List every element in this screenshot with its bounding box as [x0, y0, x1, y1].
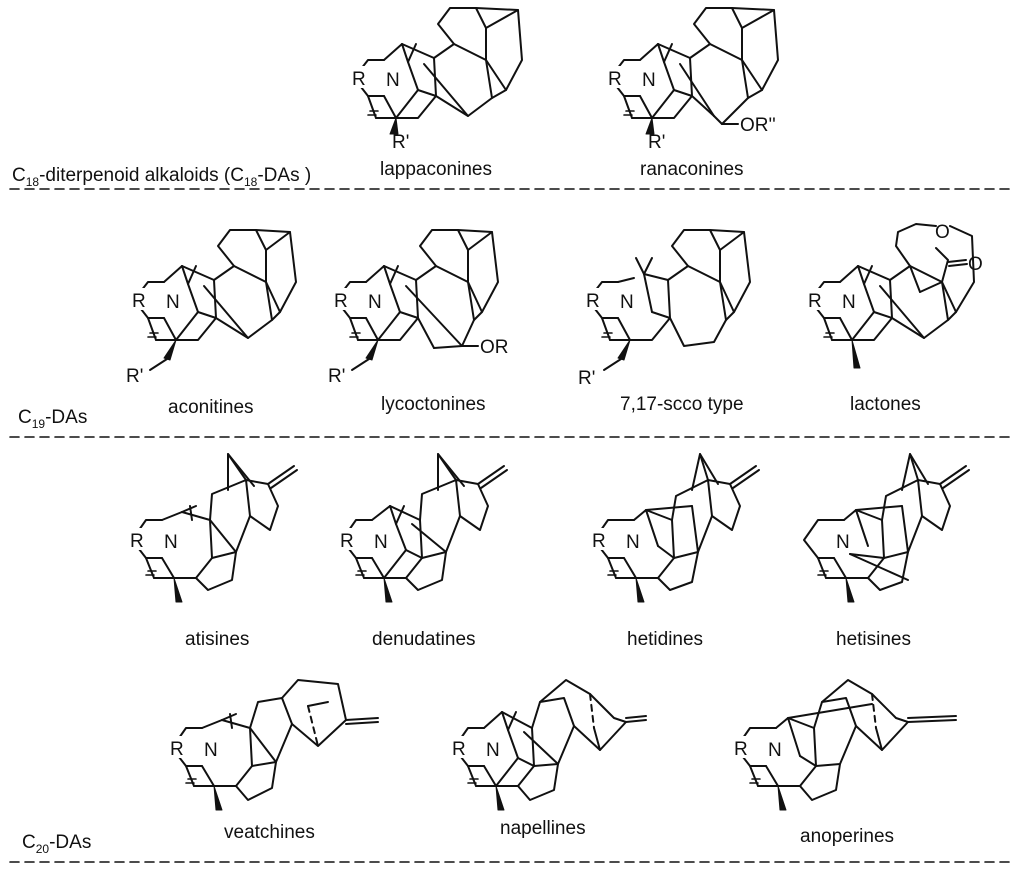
atom-o-carbonyl: O [968, 254, 983, 275]
atom-r: R [170, 739, 184, 760]
atom-r-prime: R' [126, 366, 143, 387]
group-label-c20: C20-DAs [22, 832, 91, 856]
atom-r: R [734, 739, 748, 760]
atom-n: N [642, 70, 656, 91]
atom-r-prime: R' [578, 368, 595, 389]
atom-r: R [352, 69, 366, 90]
atom-n: N [626, 532, 640, 553]
atom-n: N [836, 532, 850, 553]
compound-name-hetisines: hetisines [836, 629, 911, 650]
atom-n: N [368, 292, 382, 313]
compound-name-lappaconines: lappaconines [380, 159, 492, 180]
atom-o-ring: O [935, 222, 950, 243]
compound-name-denudatines: denudatines [372, 629, 476, 650]
structure-anoperines: R N [734, 679, 957, 811]
atom-r: R [608, 69, 622, 90]
compound-name-hetidines: hetidines [627, 629, 703, 650]
structure-napellines: R N [452, 679, 647, 811]
atom-r: R [132, 291, 146, 312]
structure-lactones: R N O O [808, 222, 983, 369]
atom-n: N [166, 292, 180, 313]
compound-name-veatchines: veatchines [224, 822, 315, 843]
group-label-c18: C18-diterpenoid alkaloids (C18-DAs ) [12, 165, 311, 189]
structure-veatchines: R N [170, 679, 379, 811]
structure-denudatines: R N [340, 453, 508, 603]
atom-r: R [452, 739, 466, 760]
structure-ranaconines: R N R' OR'' [608, 7, 779, 153]
atom-r-prime: R' [392, 132, 409, 153]
atom-n: N [620, 292, 634, 313]
atom-or: OR'' [740, 115, 776, 136]
compound-name-seco-type: 7,17-scco type [620, 394, 744, 415]
structure-hetisines: N [803, 453, 970, 603]
compound-name-aconitines: aconitines [168, 397, 254, 418]
structure-hetidines: R N [592, 453, 760, 603]
atom-n: N [204, 740, 218, 761]
atom-r: R [586, 291, 600, 312]
atom-or: OR [480, 337, 509, 358]
atom-r: R [808, 291, 822, 312]
structure-lycoctonines: R N R' OR [328, 229, 509, 387]
atom-n: N [768, 740, 782, 761]
compound-name-lycoctonines: lycoctonines [381, 394, 486, 415]
atom-r: R [340, 531, 354, 552]
compound-name-napellines: napellines [500, 818, 586, 839]
atom-r: R [130, 531, 144, 552]
atom-n: N [386, 70, 400, 91]
compound-name-ranaconines: ranaconines [640, 159, 744, 180]
atom-n: N [164, 532, 178, 553]
atom-r-prime: R' [648, 132, 665, 153]
atom-r-prime: R' [328, 366, 345, 387]
compound-name-lactones: lactones [850, 394, 921, 415]
atom-n: N [486, 740, 500, 761]
compound-name-atisines: atisines [185, 629, 249, 650]
structure-aconitines: R N R' [126, 229, 297, 387]
group-label-c19: C19-DAs [18, 407, 87, 431]
compound-name-anoperines: anoperines [800, 826, 894, 847]
atom-n: N [374, 532, 388, 553]
atom-r: R [334, 291, 348, 312]
structure-atisines: R N [130, 453, 298, 603]
structure-seco-type: R N R' [578, 229, 751, 389]
structure-lappaconines: R N R' [352, 7, 523, 153]
atom-n: N [842, 292, 856, 313]
atom-r: R [592, 531, 606, 552]
